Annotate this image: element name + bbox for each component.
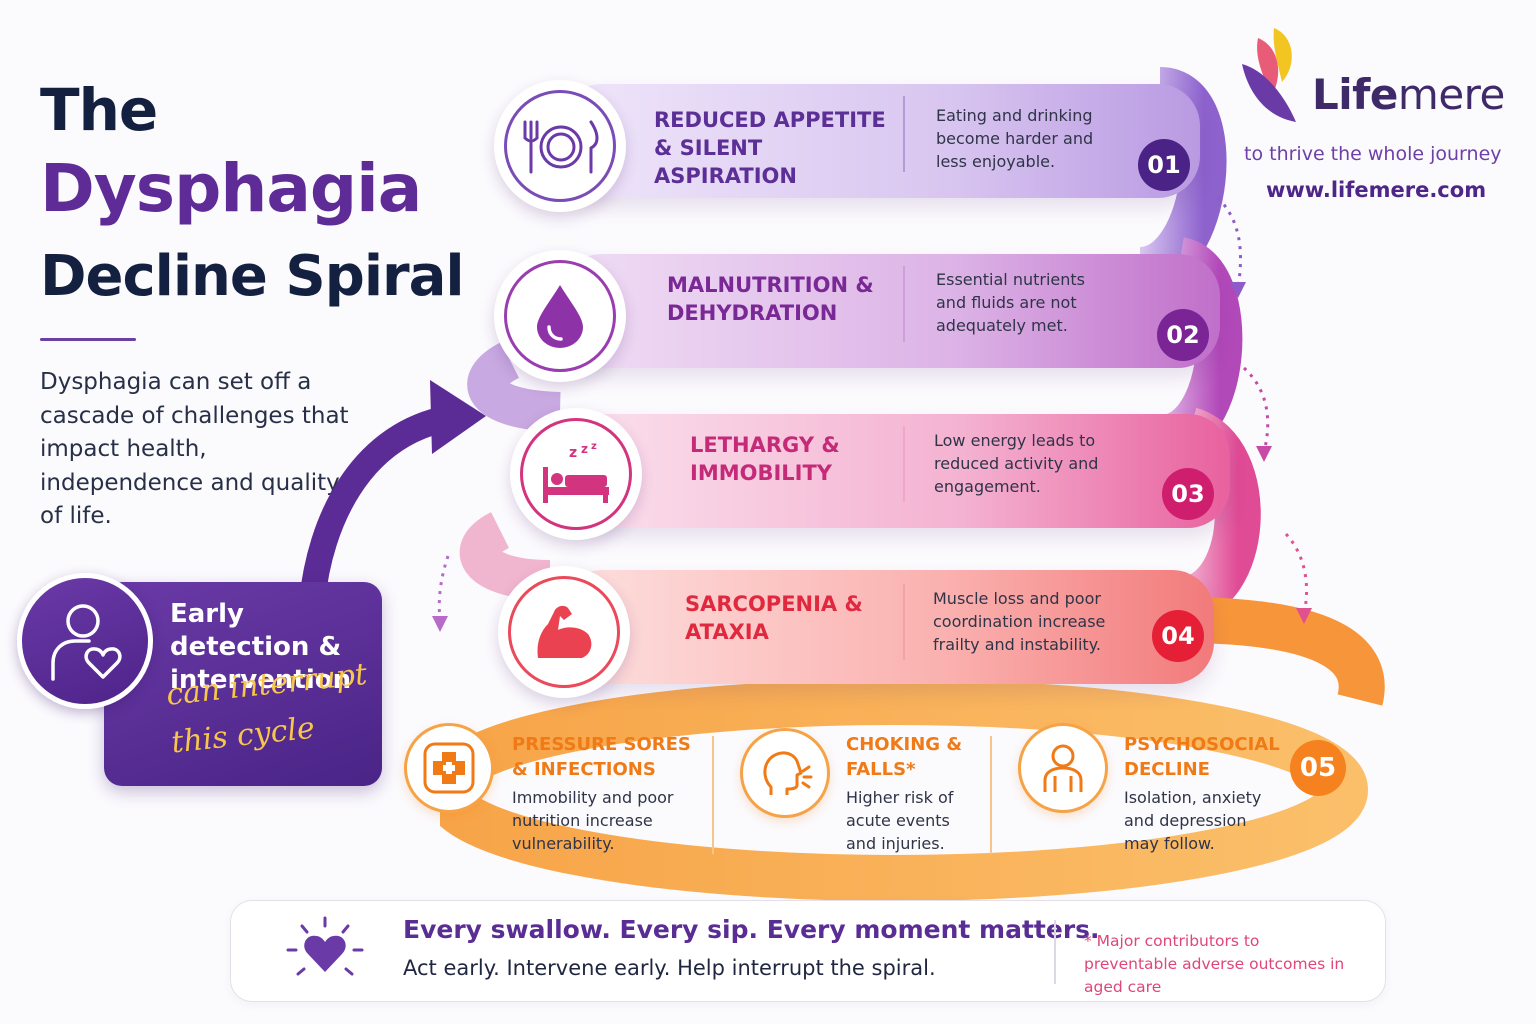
brand-website[interactable]: www.lifemere.com <box>1266 178 1487 202</box>
dotted-arrow-left <box>432 555 450 632</box>
step-5a-icon-circle <box>404 723 494 813</box>
intro-text: Dysphagia can set off a cascade of chall… <box>40 369 349 529</box>
svg-text:z: z <box>591 441 597 452</box>
footer-headline: Every swallow. Every sip. Every moment m… <box>403 915 1100 944</box>
early-detection-box <box>104 582 382 786</box>
step-1-description: Eating and drinking become harder and le… <box>936 106 1094 171</box>
step-4-description: Muscle loss and poor coordination increa… <box>933 589 1106 654</box>
step-1-title: REDUCED APPETITE & SILENT ASPIRATION <box>654 108 886 188</box>
step-3-description: Low energy leads to reduced activity and… <box>934 431 1099 496</box>
early-detection-badge <box>17 573 153 709</box>
step-5c-description: Isolation, anxiety and depression may fo… <box>1124 788 1262 853</box>
step-3-title: LETHARGY & IMMOBILITY <box>690 433 840 485</box>
brand-name: Lifemere <box>1312 70 1505 119</box>
step-5a-title: PRESSURE SORES & INFECTIONS <box>512 734 691 780</box>
title-underline <box>40 338 136 341</box>
step-3-icon-circle: z z z <box>510 408 642 540</box>
heart-icon <box>286 916 364 976</box>
lifemere-logo-icon <box>1242 28 1296 122</box>
title-line-2: Dysphagia <box>40 150 422 227</box>
title-line-3: Decline Spiral <box>40 244 465 309</box>
step-5-number: 05 <box>1290 740 1346 796</box>
step-2-divider <box>903 266 905 342</box>
step-2-description: Essential nutrients and fluids are not a… <box>936 270 1085 335</box>
step-5b-title: CHOKING & FALLS* <box>846 734 963 780</box>
dotted-arrows-right <box>1216 196 1312 624</box>
step-3-divider <box>903 426 905 502</box>
person-heart-icon <box>51 604 122 681</box>
step-1-band <box>560 84 1200 198</box>
plate-cutlery-icon <box>523 120 599 174</box>
choking-head-icon <box>763 751 813 795</box>
brand-name-part2: mere <box>1397 70 1505 119</box>
step-4-divider <box>903 584 905 660</box>
step-4-icon-circle <box>498 566 630 698</box>
step-2-title: MALNUTRITION & DEHYDRATION <box>667 273 874 325</box>
step-4-number: 04 <box>1152 610 1204 662</box>
flexed-arm-icon <box>537 605 592 658</box>
step-4-band <box>560 570 1214 684</box>
footer-banner <box>230 900 1386 1002</box>
step-5c-title: PSYCHOSOCIAL DECLINE <box>1124 734 1280 780</box>
step-1-icon-circle <box>494 80 626 212</box>
step-3-band <box>560 414 1230 528</box>
step-1-divider <box>903 96 905 172</box>
step-5-divider-1 <box>712 736 714 854</box>
step-2-icon-circle <box>494 250 626 382</box>
spiral-ribbon <box>440 67 1385 900</box>
step-4-title: SARCOPENIA & ATAXIA <box>685 592 863 644</box>
step-1-number: 01 <box>1138 139 1190 191</box>
step-2-band <box>560 254 1220 368</box>
footer-divider <box>1054 920 1056 984</box>
step-3-number: 03 <box>1162 468 1214 520</box>
footer-subline: Act early. Intervene early. Help interru… <box>403 956 936 980</box>
curved-arrow-icon <box>299 380 486 610</box>
footer-note: * Major contributors to preventable adve… <box>1084 932 1345 996</box>
step-5c-icon-circle <box>1018 723 1108 813</box>
bed-sleep-icon: z z z <box>543 441 609 503</box>
title-line-1: The <box>40 76 158 144</box>
step-5b-description: Higher risk of acute events and injuries… <box>846 788 954 853</box>
person-icon <box>1043 744 1083 792</box>
medical-cross-icon <box>423 742 475 794</box>
step-5a-description: Immobility and poor nutrition increase v… <box>512 788 674 853</box>
svg-text:z: z <box>581 442 588 456</box>
water-drop-icon <box>537 285 583 348</box>
step-5b-icon-circle <box>740 728 830 818</box>
brand-tagline: to thrive the whole journey <box>1244 143 1502 165</box>
step-2-number: 02 <box>1157 309 1209 361</box>
svg-text:z: z <box>569 445 577 461</box>
callout-title: Early detection & intervention <box>170 599 352 695</box>
brand-name-part1: Life <box>1312 70 1398 119</box>
step-5-divider-2 <box>990 736 992 854</box>
